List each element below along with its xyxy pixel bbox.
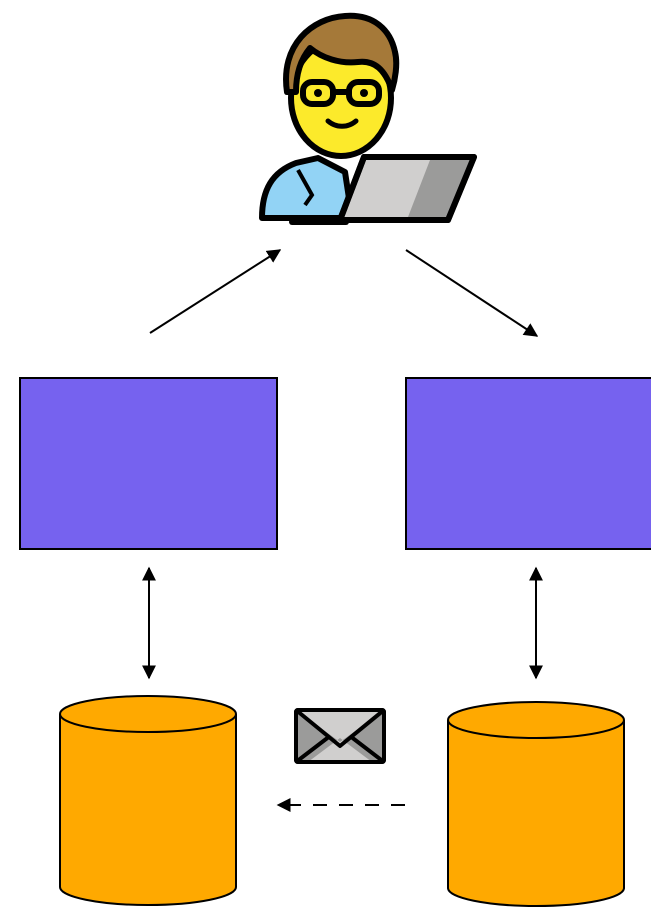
arrow-left-box-to-user — [149, 249, 282, 334]
user-collar — [296, 169, 315, 207]
left-database-icon — [59, 695, 237, 906]
user-hair — [283, 12, 400, 95]
laptop-screen-shade — [408, 160, 470, 217]
user-laptop-icon — [259, 12, 477, 225]
envelope-icon — [294, 708, 386, 764]
user-glasses — [300, 79, 382, 107]
laptop-outline — [337, 154, 477, 223]
left-box — [19, 377, 278, 550]
user-smile — [325, 118, 359, 129]
right-box — [405, 377, 651, 550]
arrow-user-to-right-box — [405, 249, 539, 337]
right-database-icon — [447, 701, 625, 907]
